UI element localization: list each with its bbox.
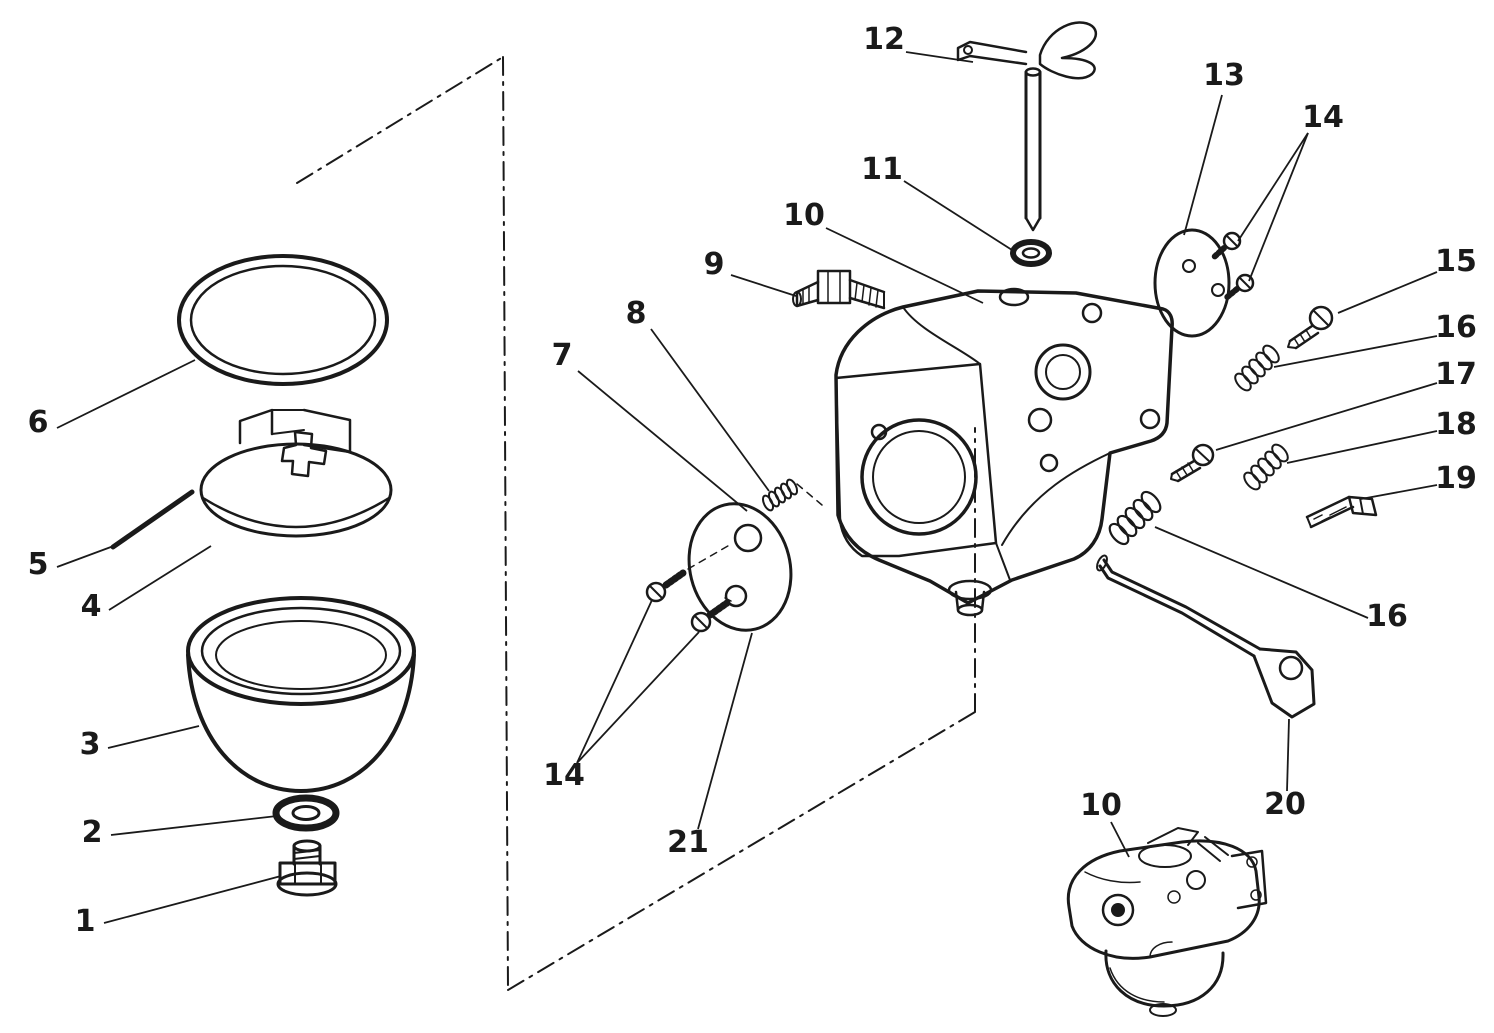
part-washer-11 [1010, 239, 1052, 267]
part-number-label: 2 [81, 815, 103, 850]
part-number-label: 10 [1080, 788, 1122, 823]
part-number-label: 16 [1435, 310, 1477, 345]
part-needle-15 [1287, 305, 1334, 350]
part-number-label: 16 [1366, 599, 1408, 634]
part-bowl-3 [186, 596, 416, 793]
part-oring-6 [177, 254, 389, 386]
part-number-label: 14 [543, 758, 585, 793]
part-number-label: 4 [80, 589, 102, 624]
part-carb-assembled-10 [1066, 827, 1268, 1017]
part-number-label: 7 [551, 338, 573, 373]
part-number-label: 21 [667, 825, 709, 860]
part-throttle-shaft-12 [956, 21, 1098, 232]
part-link-rod-20 [1096, 554, 1316, 719]
part-number-label: 20 [1264, 787, 1306, 822]
part-spring-16-bottom [1108, 490, 1162, 546]
part-pin-5 [110, 489, 195, 550]
part-number-label: 11 [861, 152, 903, 187]
part-number-label: 3 [79, 727, 101, 762]
part-gasket-7-21 [687, 502, 793, 632]
part-number-label: 6 [27, 405, 49, 440]
part-number-label: 1 [74, 904, 96, 939]
part-number-label: 19 [1435, 461, 1477, 496]
part-number-label: 13 [1203, 58, 1245, 93]
part-cover-plate-13 [1153, 228, 1231, 338]
part-spring-16-top [1234, 344, 1280, 392]
part-number-label: 8 [625, 296, 647, 331]
part-number-label: 15 [1435, 244, 1477, 279]
part-number-label: 14 [1302, 100, 1344, 135]
part-number-label: 9 [703, 247, 725, 282]
part-screws-14-top [1210, 231, 1255, 301]
part-spring-18 [1243, 443, 1289, 491]
part-number-label: 12 [863, 22, 905, 57]
part-number-label: 17 [1435, 357, 1477, 392]
part-washer-2 [272, 794, 340, 832]
part-needle-17 [1170, 443, 1215, 483]
assembly-dash-lines [687, 483, 823, 602]
part-spring-8 [761, 478, 799, 512]
part-float-4 [199, 408, 393, 538]
part-number-label: 10 [783, 198, 825, 233]
part-fitting-9 [792, 269, 886, 310]
part-number-label: 5 [27, 547, 49, 582]
part-number-label: 18 [1435, 407, 1477, 442]
part-screws-14-left [645, 569, 731, 633]
part-carb-body-10 [834, 287, 1174, 617]
